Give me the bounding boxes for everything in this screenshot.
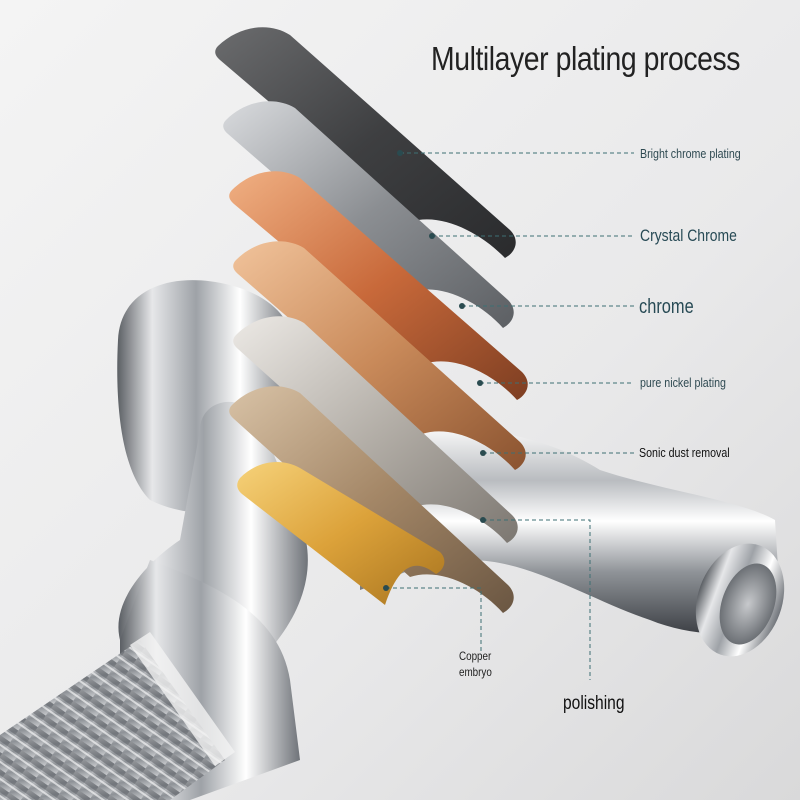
label-sonic-dust-removal: Sonic dust removal [639,445,730,460]
threaded-pipe [0,640,225,800]
label-bright-chrome-plating: Bright chrome plating [640,146,741,161]
label-copper-embryo: Copper embryo [459,648,508,680]
layer-bright-chrome [215,27,516,259]
leader-dots [383,150,486,591]
layer-chrome [229,171,528,400]
layer-polishing [237,462,445,605]
layer-crystal-chrome [223,101,514,328]
aerator-mesh [719,563,777,645]
label-crystal-chrome: Crystal Chrome [640,226,737,245]
label-copper-embryo-line2: embryo [459,665,492,679]
layer-sonic-dust [233,316,518,543]
plating-layers [215,27,528,613]
leader-lines [386,152,634,680]
page-title: Multilayer plating process [431,40,741,77]
layer-pure-nickel [233,241,526,470]
label-pure-nickel-plating: pure nickel plating [640,375,726,390]
label-polishing: polishing [563,693,625,714]
label-copper-embryo-line1: Copper [459,649,492,663]
label-chrome: chrome [639,296,694,318]
